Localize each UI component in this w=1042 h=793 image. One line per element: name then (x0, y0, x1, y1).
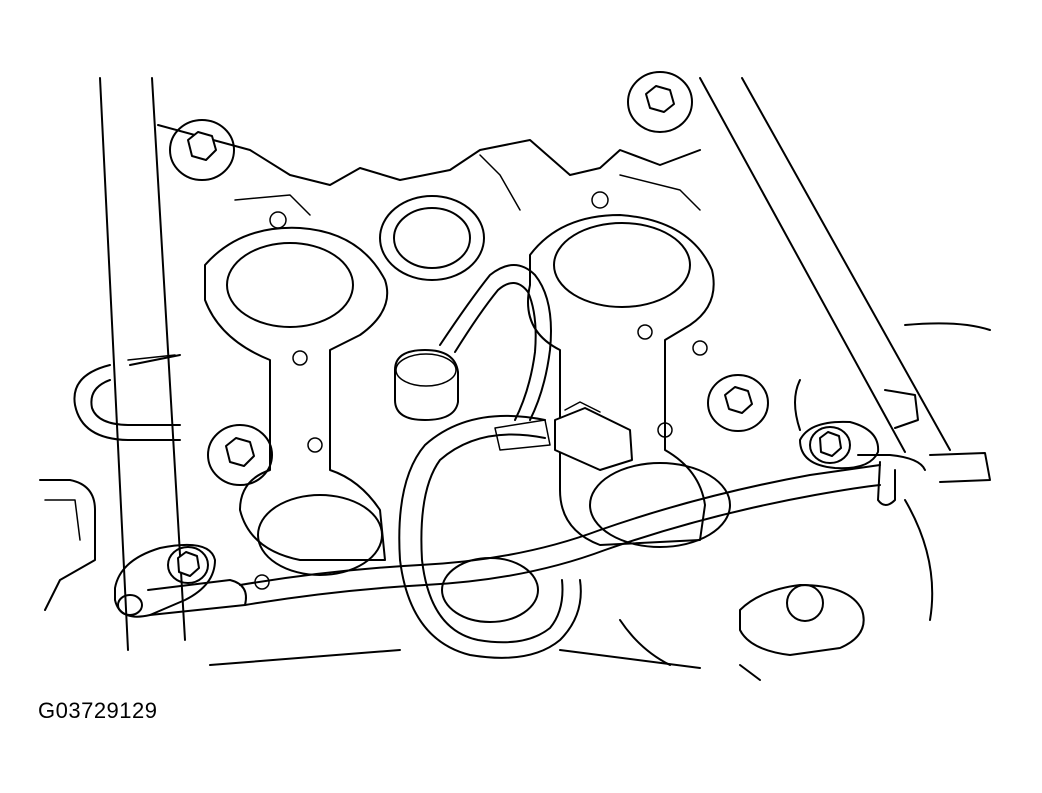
lower-right-shroud (619, 584, 865, 681)
bolt-top-right (627, 71, 693, 133)
left-terminal (114, 543, 247, 618)
gasket-right (527, 191, 715, 546)
lower-bore-right (589, 462, 731, 548)
right-terminal (799, 420, 926, 506)
harness-loop (398, 414, 582, 659)
bottom-edge (209, 649, 701, 669)
gasket-left (204, 211, 389, 590)
right-side-structure (794, 322, 991, 621)
left-bracket (39, 479, 96, 611)
upper-head-outline (157, 124, 701, 216)
connector-block (494, 401, 633, 471)
bolt-mid-left (207, 424, 273, 486)
bolt-mid-right (707, 374, 769, 432)
lower-bore-left (257, 494, 383, 576)
main-harness (239, 464, 881, 606)
pipe-clamp (73, 354, 181, 441)
figure-code: G03729129 (38, 698, 158, 723)
sensor-boss (394, 349, 459, 421)
center-valve-recess (379, 195, 485, 281)
left-rail (99, 77, 186, 651)
right-rail (699, 77, 951, 453)
bolt-top-left (169, 119, 235, 181)
upper-wire-loop (439, 264, 552, 421)
